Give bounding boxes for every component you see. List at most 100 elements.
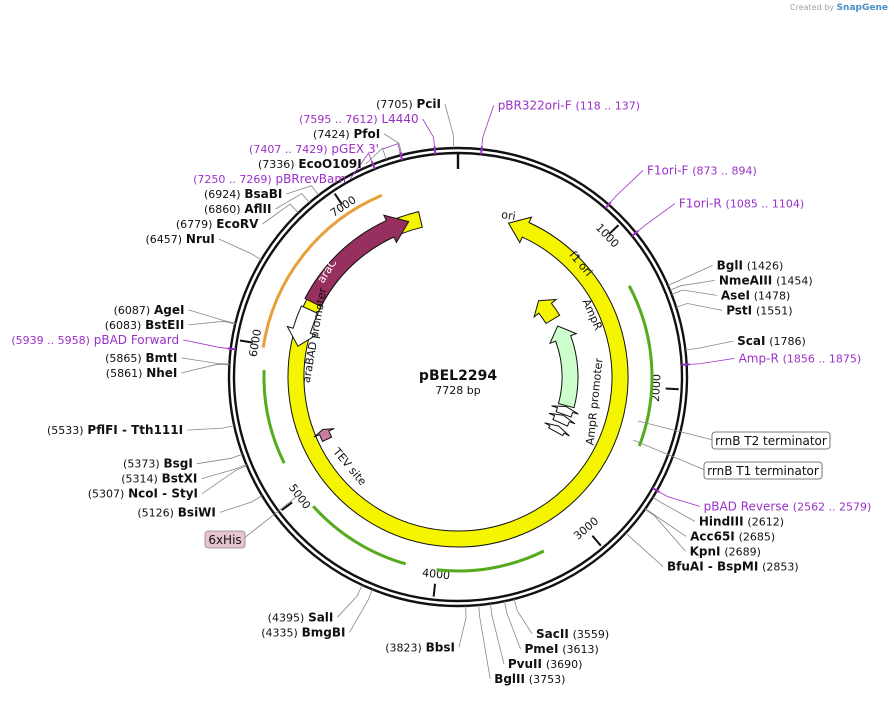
primer-mark-pbad-forward: [227, 347, 236, 351]
site-leader-pcii: [444, 103, 455, 149]
site-sacii: SacII (3559): [536, 627, 609, 641]
scale-tick-1000: [608, 224, 620, 235]
primer-leader-pbad-reverse: [656, 490, 700, 507]
coord: (4335): [261, 626, 298, 639]
coord: (2612): [747, 515, 784, 528]
site-scai: ScaI (1786): [737, 334, 806, 348]
site-leader-pfoi: [383, 133, 403, 156]
primer-mark-pgex-3: [399, 152, 404, 161]
site-label-pmei: PmeI (3613): [525, 642, 599, 656]
ampr-promoter-feature: [551, 405, 579, 418]
site-label-psti: PstI (1551): [726, 303, 792, 317]
label-leader-lines: [181, 103, 735, 679]
name: PciI: [417, 97, 442, 111]
primer-labels: (7595 .. 7612) L4440 (7407 .. 7429) pGEX …: [11, 98, 871, 513]
coord: (6779): [176, 218, 213, 231]
primer-f1ori-r: F1ori-R (1085 .. 1104): [631, 197, 804, 237]
name: pGEX 3': [331, 142, 378, 156]
scale-label-5000: 5000: [286, 482, 313, 512]
site-leader-bgli: [667, 265, 713, 286]
coord: (2689): [724, 545, 761, 558]
primer-leader-l4440: [422, 118, 436, 150]
orange-arc-upper-left: [261, 193, 383, 348]
site-leader-psti: [675, 303, 723, 311]
site-leader-asei: [671, 289, 717, 296]
scale-tick-2000: [665, 387, 679, 391]
site-bfuai-bspmi: BfuAI - BspMI (2853): [667, 559, 799, 573]
name: BbsI: [426, 640, 455, 654]
site-pflfi-tth111i: (5533) PflFI - Tth111I: [47, 423, 183, 437]
coord: (5861): [106, 367, 143, 380]
site-pmei: PmeI (3613): [525, 642, 599, 656]
coord: (2853): [762, 560, 799, 573]
primer-label-l4440: (7595 .. 7612) L4440: [299, 112, 419, 126]
scale-tick-7000: [333, 193, 343, 205]
site-sali: (4395) SalI: [268, 610, 334, 624]
site-nmeaiii: NmeAIII (1454): [719, 273, 813, 287]
coord: (5126): [137, 506, 174, 519]
coord: (5373): [123, 458, 160, 471]
name: F1ori-F: [647, 163, 688, 177]
coord: (4395): [268, 611, 305, 624]
coord: (7424): [313, 128, 350, 141]
coord: (7407 .. 7429): [249, 143, 328, 156]
site-leader-pmei: [504, 601, 521, 649]
primer-leader-pbr322ori-f: [481, 105, 495, 150]
name: BglI: [717, 258, 743, 272]
name: ScaI: [737, 334, 765, 348]
site-label-bfuai-bspmi: BfuAI - BspMI (2853): [667, 559, 799, 573]
name: pBR322ori-F: [498, 98, 572, 112]
name: BstXI: [162, 472, 198, 486]
primer-leader-amp-r: [686, 358, 735, 365]
site-bglii: BglII (3753): [494, 672, 565, 686]
site-leader-sali: [337, 584, 363, 618]
site-bbsi: (3823) BbsI: [385, 640, 455, 654]
site-label-aflii: (6860) AflII: [204, 202, 272, 216]
orf-arc-right: [627, 285, 654, 447]
name: F1ori-R: [679, 197, 722, 211]
site-label-bglii: BglII (3753): [494, 672, 565, 686]
his-tag-label: 6xHis: [208, 533, 241, 547]
site-label-pcii: (7705) PciI: [376, 97, 441, 111]
primer-label-pbrrevbam: (7250 .. 7269) pBRrevBam: [193, 172, 346, 186]
name: pBAD Reverse: [704, 499, 789, 513]
site-label-ncoi-styi: (5307) NcoI - StyI: [88, 487, 198, 501]
site-ecoo109i: (7336) EcoO109I: [258, 157, 362, 171]
coord: (1426): [747, 259, 784, 272]
site-label-pflfi-tth111i: (5533) PflFI - Tth111I: [47, 423, 183, 437]
name: AflII: [244, 202, 271, 216]
site-leader-hindiii: [652, 496, 696, 522]
coord: (873 .. 894): [692, 164, 757, 177]
site-label-bsiwi: (5126) BsiWI: [137, 505, 216, 519]
site-leader-acc65i: [645, 508, 687, 537]
coord: (1856 .. 1875): [783, 352, 862, 365]
orf-arc-bottom-left: [262, 370, 286, 464]
site-label-bstxi: (5314) BstXI: [121, 472, 197, 486]
coord: (6457): [146, 233, 183, 246]
primer-pbad-forward: (5939 .. 5958) pBAD Forward: [11, 333, 236, 351]
site-bsteii: (6083) BstEII: [105, 318, 185, 332]
name: Amp-R: [739, 351, 779, 365]
site-label-hindiii: HindIII (2612): [699, 514, 784, 528]
name: pBRrevBam: [275, 172, 346, 186]
primer-label-pgex-3: (7407 .. 7429) pGEX 3': [249, 142, 379, 156]
snapgene-brand: SnapGene: [836, 3, 888, 13]
rrnb-t1-label: rrnB T1 terminator: [707, 464, 819, 478]
primer-label-amp-r: Amp-R (1856 .. 1875): [739, 351, 862, 365]
primer-leader-f1ori-r: [635, 203, 676, 234]
site-leader-agei: [188, 309, 236, 324]
site-label-bmgbi: (4335) BmgBI: [261, 625, 345, 639]
primer-leader-pbad-forward: [183, 339, 231, 350]
coord: (3823): [385, 641, 422, 654]
scale-tick-3000: [591, 535, 602, 547]
site-leader-bsgi: [196, 453, 243, 465]
site-aflii: (6860) AflII: [204, 202, 272, 216]
name: EcoRV: [216, 217, 259, 231]
site-leader-bstxi: [201, 464, 247, 480]
name: BmgBI: [302, 625, 346, 639]
orf-arc-bottom-right: [436, 549, 545, 573]
site-label-sali: (4395) SalI: [268, 610, 334, 624]
coord: (5939 .. 5958): [11, 334, 90, 347]
snapgene-credit: Created by SnapGene: [790, 3, 888, 13]
